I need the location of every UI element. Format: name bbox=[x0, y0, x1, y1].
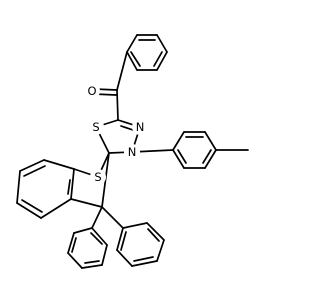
bond bbox=[116, 51, 128, 91]
bond bbox=[40, 198, 72, 219]
bond bbox=[202, 149, 212, 164]
bond bbox=[21, 199, 43, 213]
bond bbox=[131, 260, 158, 267]
atom-mask bbox=[84, 83, 100, 99]
bond bbox=[126, 51, 138, 71]
bond bbox=[122, 222, 148, 229]
atom-label: O bbox=[87, 84, 96, 98]
oxygen-atom: O bbox=[84, 83, 100, 99]
bond bbox=[153, 51, 163, 67]
atom-mask bbox=[124, 144, 140, 160]
nitrogen-atom: N bbox=[124, 144, 140, 160]
bond bbox=[73, 227, 93, 234]
bond bbox=[23, 165, 46, 177]
bond bbox=[84, 260, 100, 264]
molecule-structure-diagram: O N N S S bbox=[16, 34, 249, 269]
bond bbox=[172, 149, 185, 169]
bond bbox=[116, 89, 119, 121]
bond bbox=[146, 222, 165, 241]
bond bbox=[147, 228, 160, 242]
bond bbox=[81, 264, 103, 269]
atom-mask bbox=[90, 169, 106, 185]
bond bbox=[43, 159, 75, 170]
nitrogen-atom: N bbox=[132, 119, 148, 135]
atom-mask bbox=[88, 119, 104, 135]
bond bbox=[67, 232, 75, 254]
sulfur-atom: S bbox=[88, 119, 104, 135]
atom-mask bbox=[132, 119, 148, 135]
atom-label: S bbox=[92, 120, 99, 134]
atom-label: S bbox=[94, 170, 101, 184]
bond bbox=[71, 237, 77, 253]
bond bbox=[101, 152, 110, 208]
bond bbox=[204, 149, 217, 169]
bond bbox=[70, 198, 103, 208]
atom-label: N bbox=[136, 120, 145, 134]
bond bbox=[116, 249, 133, 267]
bond bbox=[19, 159, 45, 172]
bond bbox=[16, 170, 21, 204]
bond bbox=[16, 202, 42, 219]
bond bbox=[177, 149, 187, 164]
bond bbox=[156, 51, 168, 71]
bond bbox=[133, 256, 154, 262]
bond bbox=[91, 206, 103, 229]
bond bbox=[172, 131, 185, 151]
sulfur-atom: S bbox=[90, 169, 106, 185]
bond bbox=[101, 244, 108, 266]
atom-label-layer: O N N S S bbox=[84, 83, 148, 185]
bond bbox=[91, 227, 108, 246]
bond bbox=[204, 131, 217, 151]
bond bbox=[126, 34, 138, 53]
bond bbox=[67, 252, 83, 269]
bond bbox=[116, 227, 124, 251]
bond bbox=[120, 231, 127, 251]
bond bbox=[70, 168, 75, 200]
bond bbox=[90, 232, 103, 245]
bond bbox=[156, 34, 168, 53]
bond bbox=[156, 239, 165, 262]
bond bbox=[101, 206, 124, 229]
bond bbox=[67, 179, 71, 195]
atom-label: N bbox=[128, 145, 137, 159]
bond bbox=[130, 51, 141, 67]
